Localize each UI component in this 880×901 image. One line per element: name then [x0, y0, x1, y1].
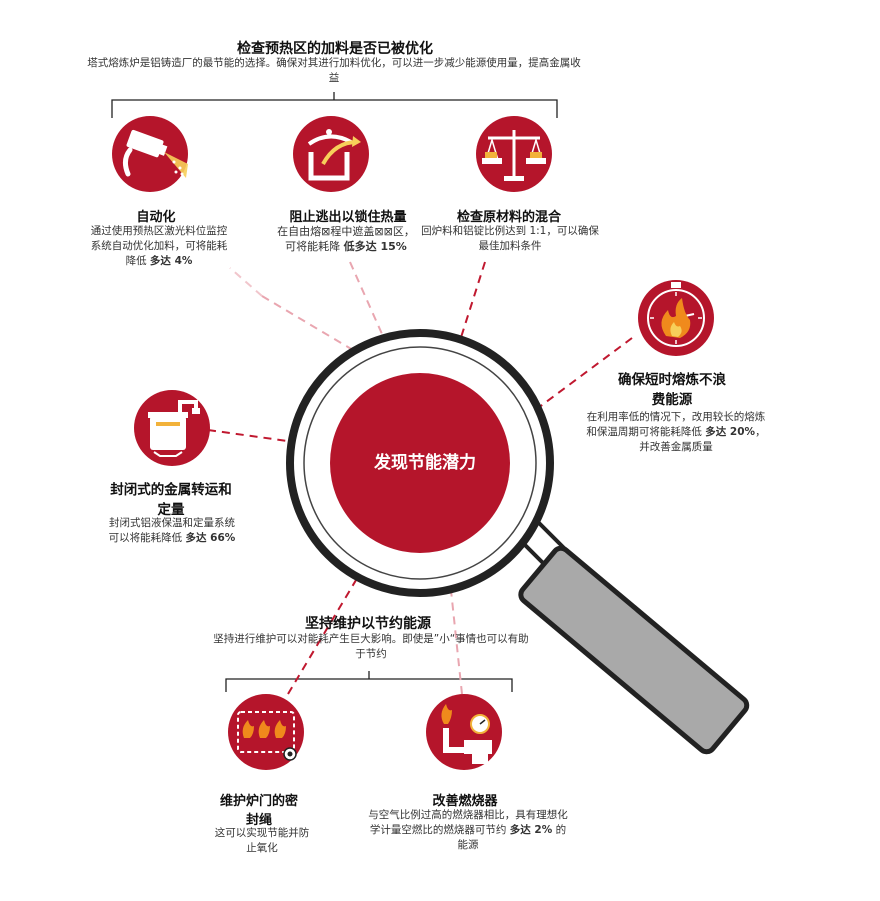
raw-material-title: 检查原材料的混合 [456, 210, 561, 225]
stopwatch-flame-icon [638, 280, 714, 356]
heat-loss-title: 阻止逃出以锁住热量 [289, 210, 407, 225]
closed-transfer-text: 封闭式铝液保温和定量系统可以将能耗降低 多达 66% [104, 516, 240, 546]
burner-title: 改善燃烧器 [432, 794, 498, 809]
connector-door-seal [287, 559, 369, 695]
short-melt-highlight: 多达 20% [705, 426, 756, 438]
pot-heat-icon [293, 116, 369, 192]
short-melt-desc-tail: ，并改善金属质量 [639, 426, 766, 453]
short-melt-desc: 在利用率低的情况下，改用较长的熔炼和保温周期可将能耗降低 [586, 411, 766, 438]
automation-highlight: 多达 4% [149, 255, 193, 267]
center-disc [330, 373, 510, 553]
door-flames-icon [228, 694, 304, 770]
automation-desc: 通过使用预热区激光料位监控系统自动优化加料，可将能耗降低 [90, 225, 228, 267]
heat-loss-highlight: 低多达 15% [343, 240, 407, 253]
burner-icon [426, 694, 502, 770]
door-seal-title: 维护炉门的密封绳 [219, 794, 298, 828]
connector-raw-material [449, 261, 486, 373]
automation-title: 自动化 [136, 210, 176, 225]
maintenance-title: 坚持维护以节约能源 [305, 616, 431, 632]
heat-loss-desc: 在自由熔⊠程中遮盖⊠⊠区，可将能耗降 [277, 225, 415, 253]
connector-closed-transfer [207, 429, 339, 449]
short-melt-text: 在利用率低的情况下，改用较长的熔炼和保温周期可将能耗降低 多达 20%，并改善金… [582, 410, 770, 455]
closed-transfer-desc: 封闭式铝液保温和定量系统可以将能耗降低 [108, 517, 235, 544]
center-label: 发现节能潜力 [374, 453, 476, 473]
preheat-desc: 塔式熔炼炉是铝铸造厂的最节能的选择。确保对其进行加料优化，可以进一步减少能源使用… [87, 57, 581, 84]
burner-highlight: 多达 2% [509, 824, 553, 836]
magnifier-inner-ring [303, 346, 537, 580]
preheat-title: 检查预热区的加料是否已被优化 [237, 41, 433, 57]
burner-desc: 与空气比例过高的燃烧器相比，具有理想化学计量空燃比的燃烧器可节约 [368, 809, 568, 836]
door-seal-desc: 这可以实现节能并防止氧化 [214, 827, 310, 854]
automation-text: 通过使用预热区激光料位监控系统自动优化加料，可将能耗降低 多达 4% [86, 224, 232, 269]
connector-automation [261, 295, 391, 373]
maintenance-desc: 坚持进行维护可以对能耗产生巨大影响。即使是”小“事情也可以有助于节约 [213, 633, 529, 660]
laser-camera-icon [112, 116, 188, 192]
holding-furnace-icon [134, 390, 210, 466]
burner-text: 与空气比例过高的燃烧器相比，具有理想化学计量空燃比的燃烧器可节约 多达 2% 的… [368, 808, 568, 853]
balance-scale-icon [476, 116, 552, 192]
short-melt-title: 确保短时熔炼不浪费能源 [618, 372, 726, 408]
raw-material-desc: 回炉料和铝锭比例达到 1:1，可以确保最佳加料条件 [421, 225, 599, 252]
heat-loss-text: 在自由熔⊠程中遮盖⊠⊠区，可将能耗降 低多达 15% [276, 224, 416, 254]
closed-transfer-highlight: 多达 66% [185, 532, 236, 544]
magnifier-handle [518, 545, 750, 755]
closed-transfer-title: 封闭式的金属转运和定量 [110, 482, 232, 518]
magnifier-icon [286, 329, 750, 755]
burner-desc-tail: 的能源 [457, 824, 567, 851]
